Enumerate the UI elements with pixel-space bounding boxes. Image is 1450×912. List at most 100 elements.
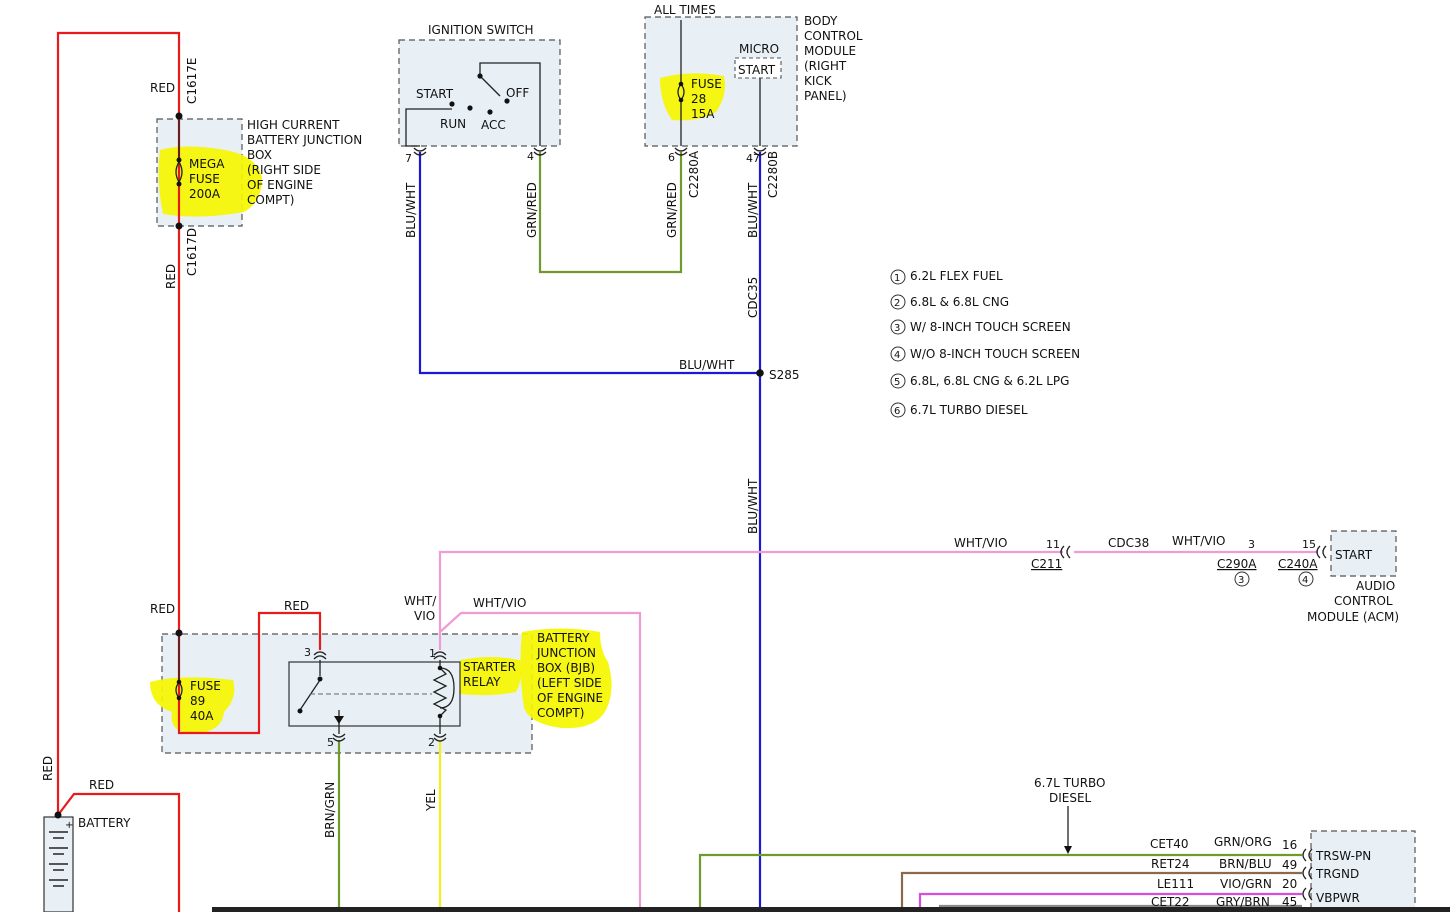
bcm-name-line-2: CONTROL [804,29,863,43]
acm-start-label: START [1335,548,1373,562]
wire-label-red-3: RED [150,602,175,616]
acm-name-line-3: MODULE (ACM) [1307,610,1399,624]
highlight-fuse-28 [660,73,725,121]
connector-pins [313,147,1327,901]
legend-text-1: 6.2L FLEX FUEL [910,269,1003,283]
ignition-acc-label: ACC [481,118,506,132]
legend-num-1: 1 [894,273,900,284]
fuse-28-dot-2 [678,97,684,103]
wire-label-red-5: RED [41,756,55,781]
red-wire-battery-feed [57,792,181,912]
hcbjb-name-line-2: BATTERY JUNCTION [247,133,362,147]
wht-vio-wire-relay [439,611,642,912]
relay-coil [432,660,448,734]
relay-contact-point [297,708,303,714]
turbo-note-arrowhead [1064,846,1072,854]
legend-text-3: W/ 8-INCH TOUCH SCREEN [910,320,1071,334]
wire-label-blu-wht-4: BLU/WHT [746,478,760,534]
conn-label-c211: C211 [1031,557,1062,571]
junction-c1617d [175,222,183,230]
relay-coil-dot-top [437,665,443,671]
row-signal-vbpwr: VBPWR [1316,891,1360,905]
fuse-89-dot-bottom [176,695,182,701]
hcbjb-name-line-6: COMPT) [247,193,294,207]
mega-fuse-dot-bottom [176,181,182,187]
legend-num-3: 3 [894,323,900,334]
highlight-mega-fuse [158,146,262,217]
pin-label-3: 3 [1248,538,1255,551]
pcm-box [1310,830,1416,912]
row-color-gry-brn: GRY/BRN [1216,895,1270,909]
mega-fuse-label-2: FUSE [189,172,220,186]
ref-circle-3: 3 [1238,575,1244,586]
mega-fuse-dot-top [176,157,182,163]
turbo-note-line-2: DIESEL [1049,791,1092,805]
fuse-89-label-2: 89 [190,694,205,708]
highlight-fuse-89 [150,677,235,734]
legend-num-4: 4 [894,350,900,361]
blu-wht-wire-ignition [418,152,760,375]
starter-relay-label-2: RELAY [463,675,501,689]
ignition-run-contact [467,105,473,111]
bcm-pin-47: 47 [746,152,760,165]
row-pin-45: 45 [1282,895,1297,909]
row-color-brn-blu: BRN/BLU [1219,857,1272,871]
turbo-note-line-1: 6.7L TURBO [1034,776,1106,790]
row-pin-20: 20 [1282,877,1297,891]
acm-name-line-2: CONTROL [1334,594,1393,608]
bcm-start-label: START [738,63,776,77]
mega-fuse-label-3: 200A [189,187,221,201]
bjb-name-line-2: JUNCTION [536,646,596,660]
row-pin-16: 16 [1282,838,1297,852]
wire-label-yel: YEL [424,789,438,812]
ignition-left-lead [405,108,452,147]
row-circuit-le111: LE111 [1157,877,1194,891]
wire-label-red-6: RED [89,778,114,792]
battery-plus-sign: + [65,820,73,831]
relay-contact-pivot [317,676,323,682]
pin-label-11: 11 [1046,538,1060,551]
hcbjb-conn-c1617d: C1617D [185,228,199,276]
relay-output-arrow [334,716,344,724]
hcbjb-name-line-1: HIGH CURRENT [247,118,340,132]
bjb-pin-3: 3 [304,646,311,659]
bcm-name-line-1: BODY [804,14,838,28]
highlight-bjb-name [520,628,612,729]
row-circuit-cet40: CET40 [1150,837,1189,851]
fuse-89-label-1: FUSE [190,679,221,693]
ignition-pin-7: 7 [405,152,412,165]
bcm-pin-6: 6 [668,151,675,164]
fuse-28-label-2: 28 [691,92,706,106]
legend-num-6: 6 [894,406,900,417]
legend-circles [890,269,1314,587]
legend-text-4: W/O 8-INCH TOUCH SCREEN [910,347,1080,361]
wire-label-brn-grn: BRN/GRN [323,782,337,838]
bcm-all-times: ALL TIMES [654,3,716,17]
wire-label-wht-vio-2: WHT/VIO [1172,534,1225,548]
grn-org-wire [698,853,1302,912]
ignition-switch-box [398,39,561,147]
ignition-start-contact [449,101,455,107]
fuse-28-label-3: 15A [691,107,715,121]
highlight-starter-relay [460,657,522,696]
pin-label-15: 15 [1302,538,1316,551]
fuse-28-dot [678,81,684,87]
splice-label-s285: S285 [769,368,800,382]
bjb-pin-5: 5 [327,736,334,749]
vio-grn-wire [918,892,1302,912]
row-pin-49: 49 [1282,858,1297,872]
row-signal-trgnd: TRGND [1315,867,1359,881]
relay-contact-arm [299,679,321,711]
conn-label-c240a: C240A [1278,557,1318,571]
legend-num-5: 5 [894,377,900,388]
wire-label-wht-vio-4b: VIO [414,609,435,623]
bcm-name-line-6: PANEL) [804,89,847,103]
bjb-name-line-3: BOX (BJB) [537,661,595,675]
wire-label-blu-wht-1: BLU/WHT [404,182,418,238]
row-circuit-cet22: CET22 [1151,895,1190,909]
red-wire-battery-main [56,31,322,815]
hcbjb-name-line-5: OF ENGINE [247,178,313,192]
bcm-conn-c2280b: C2280B [766,151,780,198]
bjb-pin-2: 2 [428,736,435,749]
